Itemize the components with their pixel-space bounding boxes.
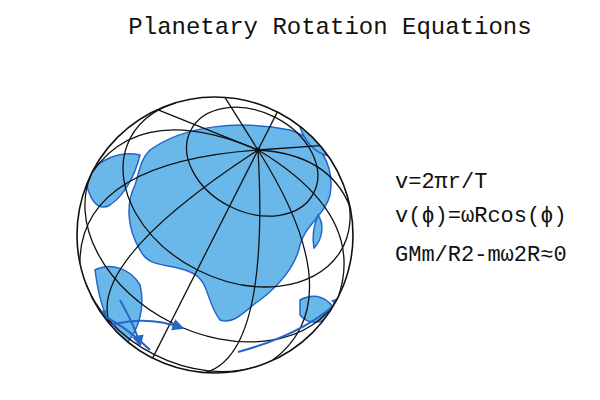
equation-label: v=2πr/T bbox=[395, 170, 487, 196]
meridian-line bbox=[258, 150, 350, 207]
wind-arrow bbox=[238, 298, 342, 352]
latitude-line bbox=[85, 282, 254, 372]
north-pole-dot bbox=[256, 148, 261, 153]
meridian-line bbox=[225, 97, 258, 150]
diagram-title: Planetary Rotation Equations bbox=[128, 14, 531, 42]
meridian-line bbox=[258, 150, 310, 360]
equation-label: GMm/R2-mω2R≈0 bbox=[395, 243, 567, 269]
wind-arrows bbox=[96, 298, 342, 352]
latitude-line bbox=[123, 103, 350, 287]
meridian-line bbox=[153, 150, 258, 358]
equation-label: v(ϕ)=ωRcos(ϕ) bbox=[395, 204, 567, 230]
equator-line bbox=[85, 173, 338, 342]
asia-landmass bbox=[129, 125, 331, 321]
graticule bbox=[80, 86, 350, 373]
meridian-line bbox=[158, 110, 259, 150]
japan-landmass bbox=[313, 215, 322, 248]
globe-disc bbox=[77, 97, 353, 373]
meridian-line bbox=[107, 150, 258, 324]
meridian-line bbox=[80, 150, 258, 263]
globe-outline bbox=[77, 97, 353, 373]
meridian-line bbox=[258, 146, 320, 150]
continents bbox=[85, 112, 348, 345]
meridian-line bbox=[205, 150, 260, 373]
meridian-line bbox=[258, 112, 277, 150]
